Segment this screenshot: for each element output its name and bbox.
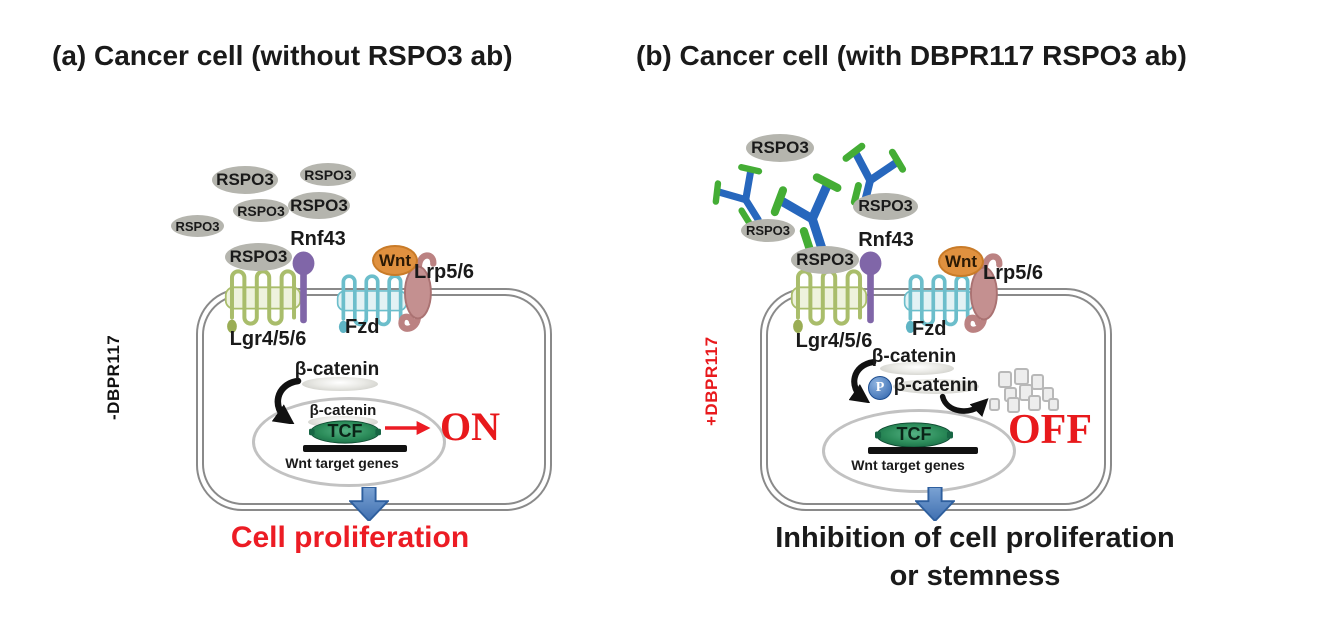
rspo3-ligand: RSPO3 <box>233 199 289 222</box>
lrp56-label: Lrp5/6 <box>983 262 1044 284</box>
activation-arrow-icon <box>385 421 431 435</box>
rspo3-ligand-bound: RSPO3 <box>791 246 859 274</box>
lgr456-label: Lgr4/5/6 <box>795 330 873 352</box>
beta-catenin-protein <box>880 362 954 375</box>
pathway-state-off: OFF <box>1008 407 1092 453</box>
dbpr117-antibody-icon <box>842 142 907 210</box>
phosphorylation-arrow-icon <box>848 359 877 403</box>
tcf-label: TCF <box>327 421 363 441</box>
fzd-label: Fzd <box>345 316 380 338</box>
dna-bar <box>303 445 407 452</box>
fzd-label: Fzd <box>912 318 947 340</box>
lrp56-receptor-icon <box>964 253 1003 333</box>
degraded-fragment <box>989 398 1000 411</box>
panel-b-title: (b) Cancer cell (with DBPR117 RSPO3 ab) <box>636 40 1187 71</box>
lrp56-receptor-icon <box>398 252 437 332</box>
beta-catenin-label: β-catenin <box>294 359 380 380</box>
beta-catenin-nuclear-label: β-catenin <box>309 402 377 419</box>
rspo3-ligand: RSPO3 <box>171 215 224 237</box>
rspo3-ligand: RSPO3 <box>288 192 350 219</box>
rnf43-receptor-icon <box>859 251 882 324</box>
dbpr117-antibody-icon <box>770 173 842 255</box>
phospho-beta-catenin-label: β-catenin <box>893 375 979 396</box>
rnf43-label: Rnf43 <box>858 229 914 251</box>
tcf-protein-icon <box>309 420 381 444</box>
phosphate-badge: P <box>868 376 892 400</box>
tcf-protein-icon <box>875 422 953 448</box>
dbpr117-antibody-icon <box>712 164 763 228</box>
rspo3-ligand: RSPO3 <box>741 219 795 242</box>
outcome-text-b-line1: Inhibition of cell proliferation <box>775 522 1175 554</box>
dna-bar <box>868 447 978 454</box>
rspo3-ligand-bound: RSPO3 <box>225 243 292 271</box>
rspo3-ligand: RSPO3 <box>212 166 278 194</box>
rspo3-ligand: RSPO3 <box>853 193 918 220</box>
degraded-fragment <box>998 371 1012 388</box>
wnt-target-genes-label: Wnt target genes <box>285 455 399 471</box>
rnf43-receptor-icon <box>292 251 315 324</box>
degraded-fragment <box>1014 368 1029 385</box>
degradation-arrow-icon <box>939 393 989 418</box>
lgr456-label: Lgr4/5/6 <box>229 328 307 350</box>
outcome-text-b: Inhibition of cell proliferation or stem… <box>735 520 1215 595</box>
translocation-arrow-icon <box>271 377 302 424</box>
tcf-label: TCF <box>896 424 932 444</box>
fzd-receptor-icon <box>336 274 408 334</box>
outcome-text-b-line2: or stemness <box>889 559 1061 592</box>
beta-catenin-label: β-catenin <box>871 346 957 367</box>
outcome-arrow-icon <box>349 487 389 521</box>
pathway-state-on: ON <box>440 404 500 449</box>
degraded-fragment <box>1007 397 1020 413</box>
outcome-arrow-icon <box>915 487 955 521</box>
lrp56-label: Lrp5/6 <box>414 261 475 283</box>
panel-a-title: (a) Cancer cell (without RSPO3 ab) <box>52 40 513 71</box>
wnt-target-genes-label: Wnt target genes <box>851 457 965 473</box>
rnf43-label: Rnf43 <box>290 228 346 250</box>
wnt-ligand: Wnt <box>372 245 418 276</box>
panel-b-side-label: +DBPR117 <box>702 336 721 426</box>
degraded-fragment <box>1048 398 1059 411</box>
beta-catenin-protein <box>302 377 378 391</box>
phospho-beta-catenin-protein <box>893 379 979 394</box>
outcome-text-a: Cell proliferation <box>230 521 470 554</box>
rspo3-ligand: RSPO3 <box>746 134 814 162</box>
wnt-ligand: Wnt <box>938 246 984 277</box>
rspo3-ligand: RSPO3 <box>300 163 356 186</box>
degraded-fragment <box>1028 395 1041 411</box>
degraded-fragment <box>1031 374 1044 390</box>
